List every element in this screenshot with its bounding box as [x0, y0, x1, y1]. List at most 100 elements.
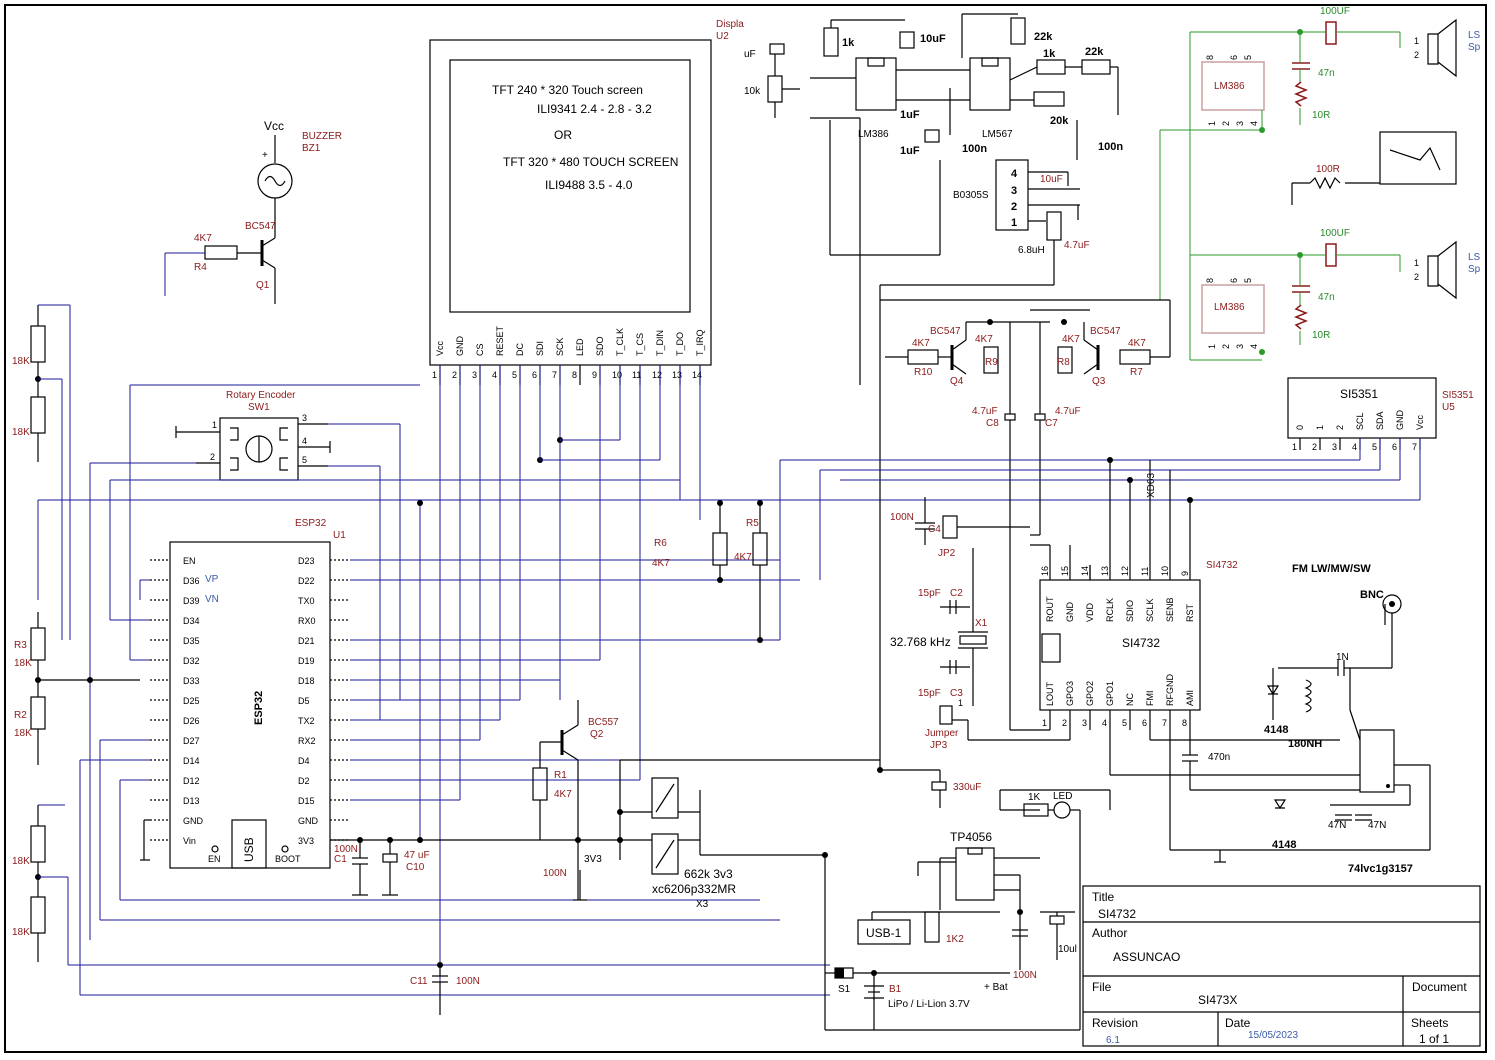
r100-label: 100R [1316, 164, 1340, 175]
esp32-left-pin: D14 [183, 756, 200, 766]
tb-file: SI473X [1198, 993, 1237, 1007]
r10-sw-ref: R10 [914, 367, 933, 378]
si4732-bot-pin: NC [1125, 693, 1135, 706]
ls-b-pin1: 1 [1414, 258, 1419, 268]
r18a-label: 18K [12, 356, 30, 367]
si4732-bot-pin: AMI [1185, 690, 1195, 706]
usb1-label: USB-1 [866, 926, 902, 940]
si4732-top-num: 15 [1060, 566, 1070, 576]
c47n-b-label: 47n [1318, 292, 1335, 303]
u2-pin-label: T_IRQ [695, 329, 705, 356]
r-18k-lower-b [30, 896, 46, 934]
esp32-vn: VN [205, 594, 219, 605]
r1-value: 4K7 [554, 789, 572, 800]
esp32-right-pin: D15 [298, 796, 315, 806]
r10-sw-value: 4K7 [912, 338, 930, 349]
u2-pin-label: CS [475, 343, 485, 356]
r-18k-mid [30, 396, 46, 434]
r20k-label: 20k [1050, 115, 1069, 127]
si4732-top-num: 13 [1100, 566, 1110, 576]
r2-value: 18K [14, 728, 32, 739]
u2-pin-label: T_DO [675, 332, 685, 356]
tb-date: 15/05/2023 [1248, 1030, 1298, 1041]
page-border [4, 4, 1487, 1053]
tb-author: ASSUNCAO [1113, 950, 1180, 964]
u2-line2: ILI9341 2.4 - 2.8 - 3.2 [537, 102, 652, 116]
r10-a-label: 10R [1312, 110, 1330, 121]
esp32-right-pin: GND [298, 816, 319, 826]
esp32-left-pin: EN [183, 556, 196, 566]
u2-pin-number: 5 [512, 370, 517, 380]
esp32-left-pin: D13 [183, 796, 200, 806]
esp32-left-pin: D39 [183, 596, 200, 606]
c7-ref: C7 [1045, 418, 1058, 429]
r9-value: 4K7 [975, 334, 993, 345]
c1uf-a-label: 1uF [900, 109, 920, 121]
u2-pin-label: LED [575, 338, 585, 356]
tp4056-label: TP4056 [950, 830, 992, 844]
r4-ref: R4 [194, 262, 207, 273]
lm386-pin-bot: 2 [1221, 344, 1231, 349]
esp32-left-pin: D33 [183, 676, 200, 686]
q3-ref: Q3 [1092, 376, 1106, 387]
q1-ref: Q1 [256, 280, 270, 291]
r1k-label: 1k [842, 37, 855, 49]
audio-section: uF 10k 1k 10uF LM386 1uF 1uF 100n LM567 … [744, 13, 1123, 770]
lm386-pin-bot: 4 [1249, 121, 1259, 126]
r2-resistor [30, 696, 46, 730]
sp-a-label: Sp [1468, 42, 1481, 53]
si4732-top-num: 14 [1080, 566, 1090, 576]
esp32-pins: END36D39D34D35D32D33D25D26D27D14D12D13GN… [150, 556, 350, 846]
esp32-right-pin: TX2 [298, 716, 315, 726]
u2-pin-number: 9 [592, 370, 597, 380]
tb-document-label: Document [1412, 980, 1467, 994]
c100uf-b-label: 100UF [1320, 228, 1350, 239]
c10-ref: C10 [406, 862, 425, 873]
c1-ref: C1 [334, 854, 347, 865]
c100n-pwr-label: 100N [543, 868, 567, 879]
tb-author-label: Author [1092, 926, 1127, 940]
lm386-pin-top: 8 [1205, 55, 1215, 60]
tb-revision: 6.1 [1106, 1035, 1120, 1046]
u2-pin-number: 1 [432, 370, 437, 380]
crystal-section: 100N C4 JP2 15pF C2 X1 32.768 kHz 15pF C… [890, 497, 1071, 751]
q2-ref: Q2 [590, 729, 604, 740]
si5351-pin-label: SDA [1375, 411, 1385, 430]
si4732-top-pin: VDD [1085, 602, 1095, 622]
c11-ref: C11 [410, 976, 428, 987]
u2-ref: Displa [716, 19, 744, 30]
r22k-b-label: 22k [1085, 46, 1104, 58]
tb-revision-label: Revision [1092, 1016, 1138, 1030]
lm386-b-label: LM386 [1214, 302, 1245, 313]
lm386-pin-top: 5 [1243, 278, 1253, 283]
u2-pin-label: GND [455, 336, 465, 357]
c10uf-b-label: 10uF [1040, 174, 1063, 185]
si4732-top-num: 9 [1180, 571, 1190, 576]
r5-value: 4K7 [734, 552, 752, 563]
si5351-pin-label: SCL [1355, 412, 1365, 430]
ic-74lvc-label: 74lvc1g3157 [1348, 863, 1413, 875]
si4732-bot-pin: FMI [1145, 691, 1155, 707]
c1uf-b-label: 1uF [900, 145, 920, 157]
c10u-tp-label: 10ul [1058, 944, 1077, 955]
u2-pin-number: 7 [552, 370, 557, 380]
si4732-top-num: 11 [1140, 567, 1150, 576]
c8-ref: C8 [986, 418, 999, 429]
si4732-ref: SI4732 [1206, 560, 1238, 571]
si4732-bot-pin: LOUT [1045, 681, 1055, 706]
r9-ref: R9 [985, 357, 998, 368]
u2-pin-number: 3 [472, 370, 477, 380]
c2-label: C2 [950, 588, 963, 599]
enc-pin4: 4 [302, 436, 307, 446]
analog-switch-ic [1359, 729, 1395, 793]
c100n-b-label: 100n [1098, 141, 1123, 153]
si5351-pin-number: 2 [1312, 442, 1317, 452]
esp32-ref: ESP32 [295, 518, 327, 529]
b0305s-module [995, 159, 1029, 231]
enc-pin5: 5 [302, 455, 307, 465]
u2-ref2: U2 [716, 31, 729, 42]
d4148-b-label: 4148 [1272, 839, 1296, 851]
r6-ref: R6 [654, 538, 667, 549]
u2-pin-label: DC [515, 343, 525, 356]
